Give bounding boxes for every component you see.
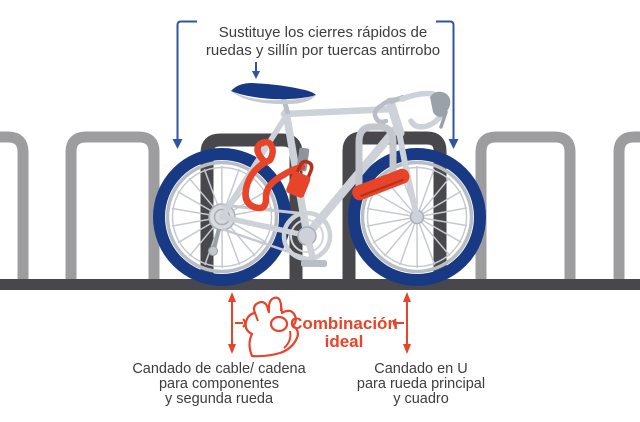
cable-lock	[242, 138, 314, 212]
front-tire	[348, 148, 486, 286]
top-note-group: Sustituye los cierres rápidos de ruedas …	[172, 20, 459, 149]
rack-partial-left	[0, 131, 29, 285]
saddle-arrow-head	[252, 71, 260, 79]
padlock-body	[286, 171, 311, 198]
ground-rail	[0, 279, 640, 290]
right-label-line-1: Candado en U	[374, 361, 468, 377]
cable-loop	[242, 156, 306, 212]
rear-rim	[165, 160, 279, 274]
rear-rim-inner	[171, 166, 273, 268]
handlebar	[372, 90, 451, 130]
seatstay	[219, 113, 289, 220]
top-note-line-2: ruedas y sillín por tuercas antirrobo	[206, 42, 440, 59]
left-label-line-1: Candado de cable/ cadena	[132, 361, 306, 377]
padlock-shackle	[295, 159, 314, 179]
right-label-line-3: y cuadro	[393, 391, 449, 407]
saddle	[231, 83, 316, 105]
ok-hand-finger-lines	[254, 305, 292, 349]
bracket-arrow-left	[176, 20, 197, 141]
left-arrow-head-down	[228, 344, 236, 354]
saddle-underside	[231, 91, 316, 105]
right-label: Candado en U para rueda principal y cuad…	[357, 361, 485, 407]
pedal	[301, 260, 327, 267]
ok-hand-icon	[244, 296, 299, 358]
right-arrow-head-down	[403, 344, 411, 354]
u-lock-crossbar	[352, 168, 410, 201]
center-badge-line-2: ideal	[325, 332, 364, 351]
front-wheel	[348, 148, 486, 286]
derailleur-pulley	[208, 246, 218, 256]
rear-derailleur	[212, 228, 221, 250]
crank-arm	[303, 232, 318, 266]
rack-gray-2	[475, 131, 576, 285]
u-lock-crossbar-shadow	[360, 178, 404, 197]
saddle-top	[231, 83, 316, 100]
front-rim-inner	[366, 166, 468, 268]
rear-tire	[153, 148, 291, 286]
ok-hand-ring	[269, 315, 289, 333]
center-badge-line-1: Combinación	[290, 314, 398, 333]
head-tube	[385, 97, 405, 138]
crankset	[281, 210, 333, 267]
rack-gray-1	[65, 131, 160, 285]
left-label: Candado de cable/ cadena para componente…	[132, 361, 306, 407]
cable-padlock	[286, 159, 314, 198]
cable-over-rack	[254, 138, 276, 164]
left-arrow-head-up	[228, 292, 236, 302]
left-label-line-3: y segunda rueda	[165, 391, 274, 407]
chainring-inner	[290, 219, 324, 253]
chainstay	[219, 214, 307, 238]
front-fork	[396, 128, 420, 220]
u-lock-shackle	[355, 123, 397, 190]
u-lock-body	[352, 168, 410, 201]
u-lock	[352, 123, 410, 201]
rack-partial-right	[613, 131, 640, 285]
right-label-line-2: para rueda principal	[357, 376, 485, 392]
brake-lever	[439, 110, 448, 129]
bracket-arrow-left-head	[172, 139, 183, 149]
left-connector-tick	[235, 318, 246, 328]
bracket-arrow-right-head	[448, 139, 459, 149]
top-note-line-1: Sustituye los cierres rápidos de	[219, 24, 427, 41]
right-connector-tick	[393, 318, 404, 328]
chainring	[281, 210, 333, 262]
right-arrow-head-up	[403, 292, 411, 302]
left-label-line-2: para componentes	[159, 376, 279, 392]
bracket-arrow-right	[436, 20, 455, 141]
handlebar-far-curl	[372, 96, 405, 125]
front-rim	[360, 160, 474, 274]
bottom-annotation-group: Combinación ideal	[228, 292, 411, 358]
